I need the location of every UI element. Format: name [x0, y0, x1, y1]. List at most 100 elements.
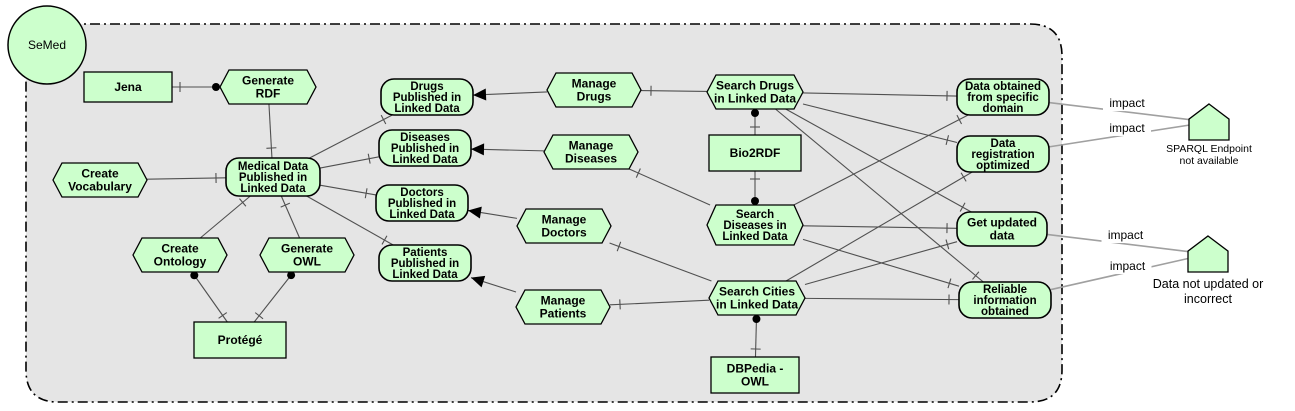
node-shape [708, 134, 802, 172]
obstacle-shape [1187, 235, 1229, 273]
node-label-line: Diseases in [723, 220, 786, 232]
link-search_cities-to-get_updated [804, 239, 958, 286]
link-generate_rdf-to-medical_data [266, 103, 277, 159]
node-shape [543, 134, 639, 170]
node-label-line: RDF [256, 87, 281, 101]
node-shape [83, 71, 173, 103]
node-label-line: obtained [981, 306, 1029, 318]
node-label-line: Data obtained [965, 81, 1041, 93]
link-manage_doctors-to-doctors_pub [467, 206, 518, 219]
node-label-line: Patients [540, 307, 587, 321]
link-medical_data-to-drugs_pub [309, 114, 393, 159]
link-line [802, 92, 958, 97]
link-line [199, 195, 251, 239]
node-label-line: Manage [541, 294, 586, 308]
node-label-line: Published in [391, 258, 459, 270]
node-label-line: Drugs [410, 81, 443, 93]
link-tick [945, 135, 950, 146]
obstacle-shape [1188, 103, 1230, 141]
node-jena[interactable]: Jena [83, 71, 173, 103]
link-line [309, 114, 393, 159]
link-tick [960, 172, 967, 182]
link-generate_owl-to-medical_data [280, 195, 301, 239]
node-shape [706, 74, 804, 110]
link-search_drugs-to-data_registration [802, 103, 958, 146]
link-search_drugs-to-reliable_info [775, 108, 984, 283]
impact-label-bg [1103, 120, 1151, 136]
link-dot [752, 314, 761, 323]
node-label-line: data [990, 229, 1015, 243]
link-create_vocab-to-medical_data [146, 172, 227, 183]
node-label-line: Create [81, 167, 119, 181]
node-label-line: Vocabulary [68, 180, 132, 194]
link-sparql-to-data_specific: impact [1048, 96, 1190, 121]
link-tick [280, 202, 291, 208]
node-shape [516, 208, 612, 244]
node-dbpedia[interactable]: DBPedia -OWL [710, 356, 800, 394]
node-shape [710, 356, 800, 394]
link-line [775, 108, 984, 283]
node-label-line: Linked Data [392, 154, 458, 166]
link-arrowhead [471, 275, 486, 288]
link-line [609, 299, 710, 306]
node-shape [375, 184, 469, 222]
node-label-line: Medical Data [238, 161, 309, 173]
link-medical_data-to-patients_pub [306, 195, 394, 246]
node-label-line: Generate [281, 242, 333, 256]
node-label-line: in Linked Data [714, 92, 796, 106]
node-protege[interactable]: Protégé [193, 321, 287, 359]
link-search_diseases-to-manage_diseases [628, 168, 711, 206]
node-label-line: Get updated [967, 216, 1037, 230]
node-label-line: Linked Data [389, 209, 455, 221]
link-search_cities-to-data_registration [785, 171, 973, 282]
link-tick [381, 235, 388, 245]
node-label-line: Search Cities [719, 285, 795, 299]
node-label-line: Published in [391, 143, 459, 155]
link-medical_data-to-diseases_pub [319, 153, 380, 169]
link-tick [218, 312, 228, 319]
node-shape [52, 162, 148, 198]
impact-label-bg [1103, 259, 1152, 275]
link-search_drugs-to-bio2rdf [750, 109, 760, 135]
link-tick [972, 271, 980, 280]
node-shape [380, 78, 474, 116]
node-label-line: Create [161, 242, 199, 256]
link-tick [947, 278, 952, 289]
node-label-line: Manage [569, 139, 614, 153]
link-arrowhead [471, 143, 485, 156]
impact-label: impact [1108, 228, 1144, 242]
node-label-line: Diseases [565, 152, 617, 166]
link-tick [254, 312, 264, 320]
node-bio2rdf[interactable]: Bio2RDF [708, 134, 802, 172]
link-line [628, 168, 711, 206]
link-dot [751, 197, 759, 205]
link-line [802, 225, 958, 229]
link-manage_patients-to-patients_pub [470, 275, 517, 293]
link-tick [616, 241, 622, 252]
